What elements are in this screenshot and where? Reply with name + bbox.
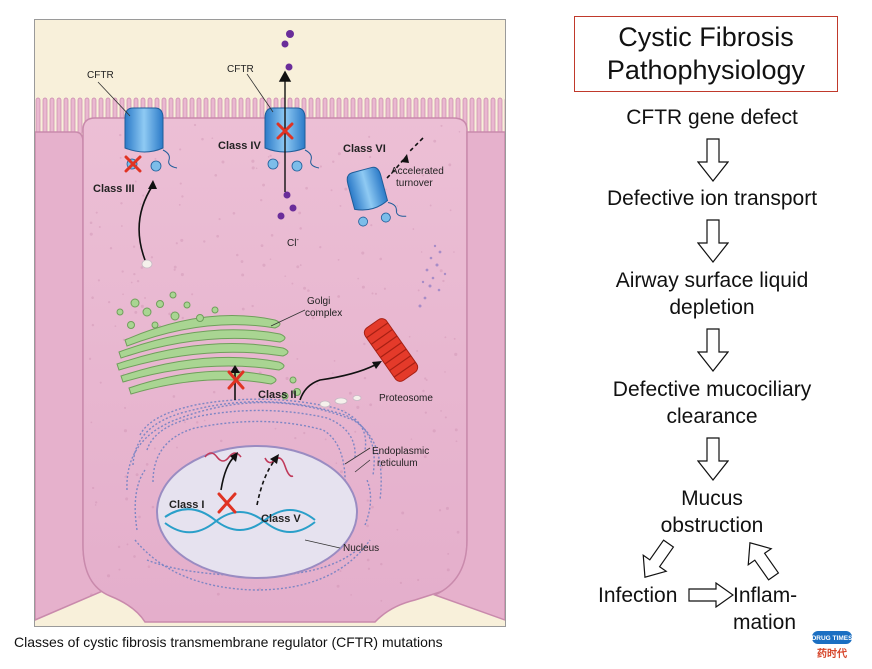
cftr-label: CFTR — [227, 64, 254, 75]
proteosome-label: Proteosome — [379, 393, 433, 404]
flow-line: Inflam- — [733, 584, 798, 607]
ion-transport-arrow — [278, 70, 292, 192]
degraded-fragments — [418, 244, 447, 308]
leader-lines — [97, 73, 371, 549]
logo-icon: DRUG TIMES 药时代 — [812, 631, 853, 660]
title-line: Cystic Fibrosis — [618, 22, 794, 52]
chloride-label: Cl- — [287, 237, 299, 249]
flow-line: obstruction — [660, 514, 764, 537]
flow-step-gene-defect: CFTR gene defect — [626, 106, 798, 129]
nucleus-label: Nucleus — [343, 543, 379, 554]
microvillus — [70, 97, 76, 135]
flow-step-mucociliary-clearance: Defective mucociliary clearance — [574, 376, 850, 430]
flow-step-ion-transport: Defective ion transport — [606, 187, 818, 210]
flow-step-asl-depletion: Airway surface liquid depletion — [574, 267, 850, 321]
flow-line: Defective mucociliary — [612, 378, 812, 401]
accelerated-label: Accelerated — [391, 166, 444, 177]
transport-vesicles — [141, 259, 362, 408]
microvillus — [469, 97, 475, 135]
mutation-x-class-ii — [227, 370, 245, 390]
title-line: Pathophysiology — [606, 55, 806, 85]
figure-caption: Classes of cystic fibrosis transmembrane… — [14, 634, 443, 650]
cftr-channel-class-vi — [346, 166, 407, 227]
diagonal-down-left-arrow-icon — [642, 539, 675, 578]
mutation-x-class-iii — [124, 155, 142, 173]
down-arrow-icon — [697, 437, 729, 481]
flow-step-inflammation: Inflam- mation — [733, 582, 797, 636]
class-vi-label: Class VI — [343, 143, 386, 155]
er-label: reticulum — [377, 458, 418, 469]
drug-times-logo: DRUG TIMES 药时代 — [810, 629, 854, 661]
flow-step-infection: Infection — [598, 584, 678, 607]
title-box: Cystic Fibrosis Pathophysiology — [574, 16, 838, 92]
microvillus — [63, 97, 69, 135]
cftr-mutation-diagram: CFTR CFTR Class III Class IV Class VI Ac… — [34, 19, 506, 627]
mutation-x-class-i — [217, 492, 237, 514]
logo-top-text: DRUG TIMES — [812, 635, 853, 642]
microvillus — [490, 97, 496, 135]
cftr-label: CFTR — [87, 70, 114, 81]
logo-bottom-text: 药时代 — [817, 647, 847, 660]
right-arrow-icon — [688, 582, 734, 608]
nucleus — [156, 445, 358, 579]
chloride-ions — [277, 30, 297, 220]
down-arrow-icon — [697, 219, 729, 263]
flow-line: clearance — [666, 405, 758, 428]
down-arrow-icon — [697, 328, 729, 372]
microvillus — [483, 97, 489, 135]
flow-line: depletion — [669, 296, 755, 319]
mutation-x-class-iv — [276, 122, 294, 140]
class-v-label: Class V — [261, 513, 301, 525]
microvillus — [497, 97, 503, 135]
class-i-label: Class I — [169, 499, 204, 511]
microvillus — [35, 97, 41, 135]
er-label: Endoplasmic — [372, 446, 429, 457]
class-iv-label: Class IV — [218, 140, 261, 152]
down-arrow-icon — [697, 138, 729, 182]
microvillus — [476, 97, 482, 135]
class-iii-label: Class III — [93, 183, 135, 195]
diagonal-up-left-arrow-icon — [747, 542, 780, 581]
microvillus — [56, 97, 62, 135]
microvillus — [77, 97, 83, 135]
golgi-label: complex — [305, 308, 342, 319]
golgi-label: Golgi — [307, 296, 330, 307]
turnover-label: turnover — [396, 178, 433, 189]
flow-step-mucus-obstruction: Mucus obstruction — [574, 485, 850, 539]
page-title: Cystic Fibrosis Pathophysiology — [575, 21, 837, 87]
microvillus — [42, 97, 48, 135]
cell-illustration: CFTR CFTR Class III Class IV Class VI Ac… — [35, 20, 505, 626]
flow-line: Mucus — [681, 487, 743, 510]
flow-line: Airway surface liquid — [615, 269, 809, 292]
arrow-heads — [148, 154, 409, 464]
mutation-markers — [124, 122, 294, 514]
microvillus — [49, 97, 55, 135]
class-ii-label: Class II — [258, 389, 297, 401]
proteosome — [363, 318, 419, 382]
flow-line: mation — [733, 611, 797, 634]
